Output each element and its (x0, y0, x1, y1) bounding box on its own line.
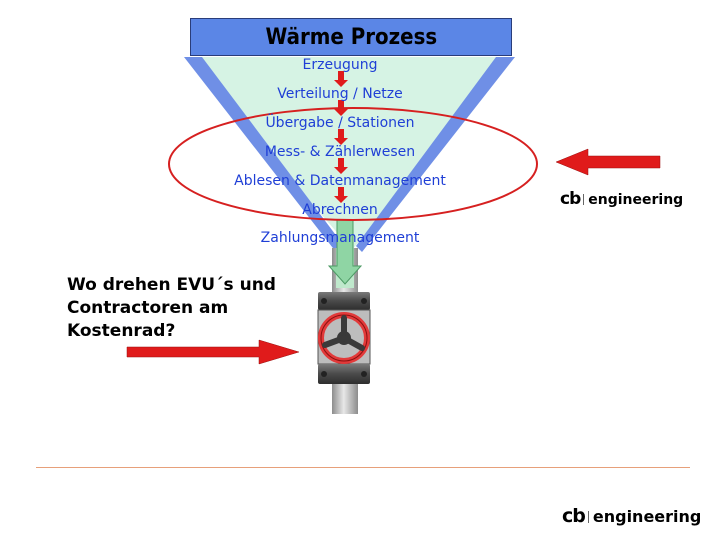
red-arrow-left (555, 148, 661, 176)
funnel-left-border (184, 57, 344, 252)
funnel-fill (186, 57, 513, 250)
title-box: Wärme Prozess (190, 18, 512, 56)
step-label-uebergabe: Übergabe / Stationen (265, 115, 415, 131)
red-arrow-right (126, 339, 300, 365)
question-line-2: Contractoren am (67, 298, 229, 318)
step-label-ablesen: Ablesen & Datenmanagement (234, 173, 446, 189)
step-arrow-3 (334, 129, 348, 145)
question-text: Wo drehen EVU´s und Contractoren am Kost… (67, 274, 317, 343)
funnel (184, 57, 515, 252)
footer-logo-cb: cb (562, 505, 586, 527)
upper-flange (318, 292, 370, 310)
step-label-zahlung: Zahlungsmanagement (260, 230, 420, 246)
footer-logo-separator (587, 511, 589, 523)
step-label-messwesen: Mess- & Zählerwesen (264, 144, 416, 160)
question-line-3: Kostenrad? (67, 321, 176, 341)
valve-icon (317, 292, 371, 384)
funnel-right-border (356, 57, 515, 252)
page-title: Wärme Prozess (265, 25, 437, 50)
highlight-ellipse (168, 107, 538, 221)
step-label-abrechnen: Abrechnen (302, 202, 378, 218)
step-label-erzeugung: Erzeugung (302, 57, 378, 73)
question-line-1: Wo drehen EVU´s und (67, 275, 276, 295)
logo-engineering: engineering (588, 192, 684, 208)
step-arrows (334, 71, 348, 203)
flow-arrow-green (327, 219, 363, 285)
footer-divider (36, 467, 690, 468)
cb-engineering-logo: cb engineering (560, 189, 683, 209)
logo-separator (583, 194, 585, 205)
lower-flange (318, 364, 370, 384)
footer-logo: cb engineering (562, 505, 701, 527)
logo-cb: cb (560, 189, 581, 209)
step-arrow-1 (334, 71, 348, 87)
step-arrow-5 (334, 187, 348, 203)
step-label-verteilung: Verteilung / Netze (277, 86, 403, 102)
step-arrow-4 (334, 158, 348, 174)
footer-logo-engineering: engineering (592, 507, 702, 526)
